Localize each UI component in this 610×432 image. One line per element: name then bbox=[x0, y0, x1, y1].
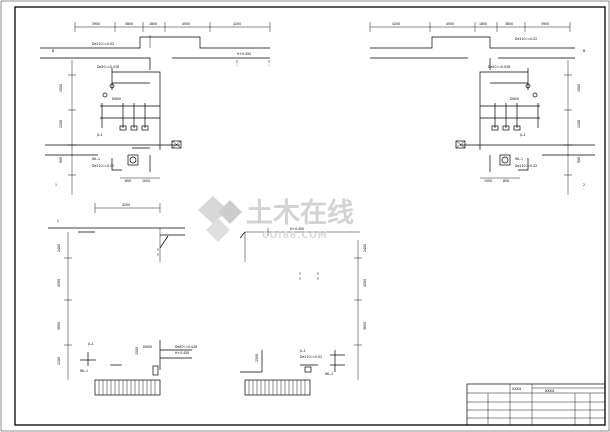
pipe-note: De110 i=0.02 bbox=[92, 42, 114, 46]
plan-top-left: 3900 3800 1800 4500 4200 B De110 i=0.02 … bbox=[40, 22, 271, 195]
dim-label: 3900 bbox=[541, 22, 549, 26]
pipe-note: De110 i=0.02 bbox=[300, 355, 322, 359]
pipe-note: De50 i=0.026 bbox=[175, 345, 197, 349]
title-block-project: XXXX bbox=[512, 387, 522, 391]
pipe-note: DN50 bbox=[112, 97, 121, 101]
dim-label: 1500 bbox=[577, 84, 581, 92]
pipe-note: WL-1 bbox=[92, 157, 100, 161]
watermark-brand: 土木在线 bbox=[246, 198, 354, 229]
dim-label: 3800 bbox=[57, 322, 61, 330]
pipe-note: WL-1 bbox=[325, 372, 333, 376]
axis-label: 1 bbox=[55, 183, 57, 187]
sheet-frame bbox=[14, 6, 606, 426]
pipe-note: De50 i=0.026 bbox=[488, 65, 510, 69]
dim-label: 1800 bbox=[149, 22, 157, 26]
dim-label: 900 bbox=[577, 157, 581, 163]
dim-label: 2400 bbox=[57, 244, 61, 252]
pipe-note: JL-1 bbox=[87, 342, 94, 346]
axis-label: C bbox=[57, 219, 60, 223]
watermark-logo-icon bbox=[198, 196, 242, 242]
dim-label: 1500 bbox=[59, 84, 63, 92]
pipe-note: H+0.450 bbox=[237, 52, 251, 56]
dim-label: 1200 bbox=[59, 120, 63, 128]
dim-label: 4500 bbox=[363, 279, 367, 287]
dim-label: 4200 bbox=[122, 203, 130, 207]
pipe-note: De110 i=0.02 bbox=[515, 37, 537, 41]
stair-symbol bbox=[244, 379, 311, 396]
title-block: XXXX XXXX bbox=[466, 383, 606, 426]
dim-label: 1500 bbox=[135, 347, 139, 355]
pipe-note: H+0.450 bbox=[175, 351, 189, 355]
pipe-note: De110 i=0.02 bbox=[515, 164, 537, 168]
title-block-title: XXXX bbox=[545, 389, 555, 393]
pipe-note: JL-1 bbox=[299, 349, 306, 353]
pipe-note: JL-1 bbox=[519, 133, 526, 137]
dim-label: 4200 bbox=[233, 22, 241, 26]
dim-label: 1500 bbox=[255, 354, 259, 362]
pipe-note: DN50 bbox=[510, 97, 519, 101]
dim-label: 1800 bbox=[479, 22, 487, 26]
watermark: 土木在线 COI88.COM bbox=[198, 196, 354, 242]
dim-label: 3800 bbox=[363, 322, 367, 330]
dim-label: 4500 bbox=[446, 22, 454, 26]
dim-label: 1000 bbox=[484, 179, 492, 183]
pipe-note: DN50 bbox=[143, 345, 152, 349]
dim-label: 1000 bbox=[142, 179, 150, 183]
dim-label: 800 bbox=[503, 179, 509, 183]
pipe-note: JL-1 bbox=[96, 133, 103, 137]
watermark-url: COI88.COM bbox=[262, 231, 328, 241]
dim-label: 3800 bbox=[125, 22, 133, 26]
dim-label: 3900 bbox=[92, 22, 100, 26]
dim-label: 1200 bbox=[577, 120, 581, 128]
axis-label: B bbox=[583, 49, 585, 53]
dim-label: 1200 bbox=[57, 357, 61, 365]
dim-label: 4500 bbox=[182, 22, 190, 26]
plan-top-right: 4200 4500 1800 3800 3900 De110 i=0.02 B … bbox=[369, 22, 595, 195]
axis-label: B bbox=[52, 49, 54, 53]
dim-label: 2400 bbox=[363, 244, 367, 252]
pipe-note: H+0.450 bbox=[290, 227, 304, 231]
pipe-note: WL-1 bbox=[515, 157, 523, 161]
stair-symbol bbox=[94, 379, 161, 396]
dim-label: 3800 bbox=[505, 22, 513, 26]
pipe-note: De110 i=0.02 bbox=[92, 164, 114, 168]
plan-bottom-center: H+0.450 2400 4500 3800 1500 JL-1 De110 i… bbox=[239, 227, 367, 396]
plan-bottom-left: 4200 C 2400 4500 3800 1200 De50 i=0.026 … bbox=[48, 203, 197, 396]
dim-label: 900 bbox=[59, 157, 63, 163]
dim-label: 4200 bbox=[392, 22, 400, 26]
pipe-note: WL-1 bbox=[80, 369, 88, 373]
axis-label: 2 bbox=[583, 183, 585, 187]
dim-label: 4500 bbox=[57, 279, 61, 287]
pipe-note: De50 i=0.026 bbox=[97, 65, 119, 69]
dim-label: 800 bbox=[125, 179, 131, 183]
